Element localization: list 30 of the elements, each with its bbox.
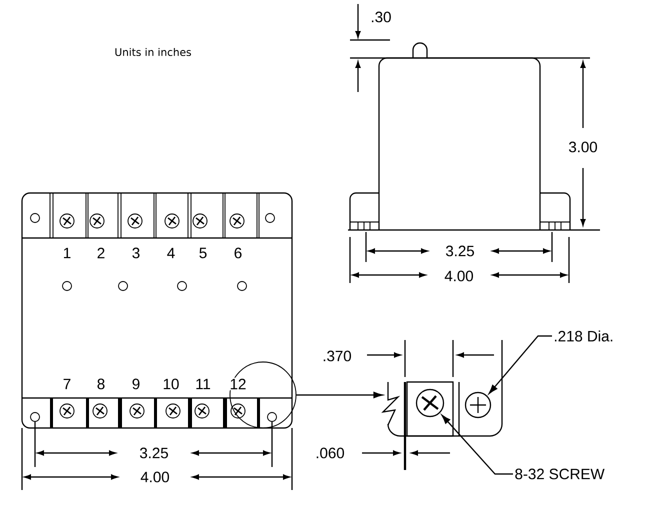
terminal-number: 11 bbox=[194, 378, 212, 390]
terminal-number: 5 bbox=[198, 246, 208, 260]
dimension-label: .060 bbox=[314, 446, 346, 460]
dimension-label: .30 bbox=[370, 10, 392, 24]
terminal-number: 1 bbox=[62, 246, 72, 260]
detail-circle bbox=[230, 362, 296, 428]
terminal-number: 10 bbox=[162, 378, 180, 390]
dimension-label: 3.00 bbox=[567, 140, 599, 154]
terminal-number: 4 bbox=[166, 246, 176, 260]
terminal-number: 8 bbox=[96, 378, 106, 390]
detail-arrow bbox=[296, 392, 383, 398]
dimension-label: .370 bbox=[321, 350, 353, 362]
terminal-number: 7 bbox=[62, 378, 72, 390]
note: Units in inches bbox=[114, 46, 193, 58]
mounting-hole bbox=[464, 392, 492, 418]
callout-text: .218 Dia. bbox=[554, 330, 612, 342]
dimension-label: 4.00 bbox=[443, 270, 475, 282]
dimension-label: 3.25 bbox=[444, 244, 476, 258]
terminal-number: 2 bbox=[96, 246, 106, 260]
leader-line bbox=[441, 414, 513, 475]
callout-text: 8-32 SCREW bbox=[515, 468, 605, 480]
terminal-number: 3 bbox=[130, 246, 142, 260]
bracket-detail-drawing bbox=[381, 377, 503, 470]
screw-head bbox=[416, 388, 444, 418]
dimension-label: 4.00 bbox=[139, 470, 171, 484]
terminal-number: 12 bbox=[228, 378, 248, 390]
leader-line bbox=[488, 335, 552, 394]
terminal-number: 9 bbox=[130, 378, 142, 390]
dimension-label: 3.25 bbox=[138, 446, 170, 460]
terminal-number: 6 bbox=[232, 246, 244, 260]
